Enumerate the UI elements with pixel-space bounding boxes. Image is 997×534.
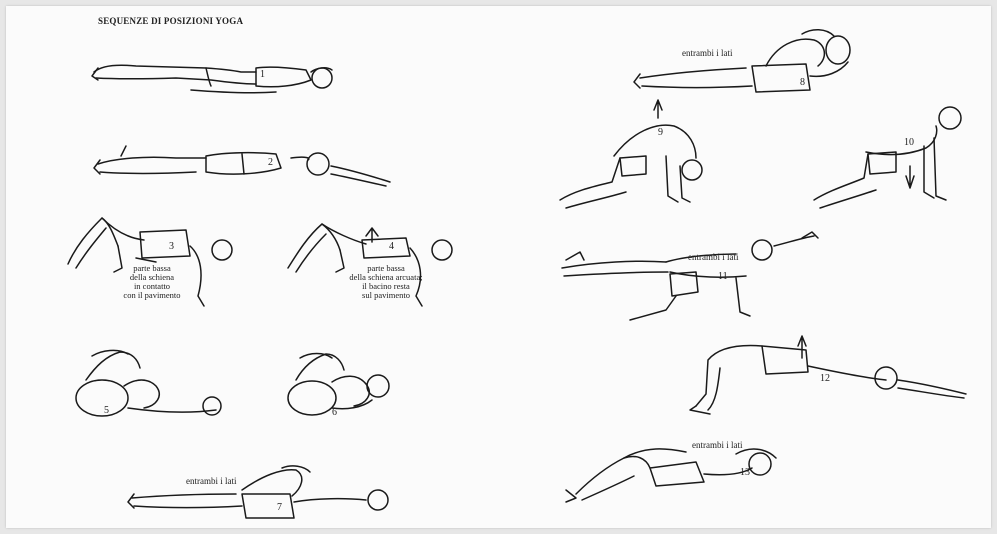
pose-7-figure xyxy=(128,466,388,518)
pose-10-number: 10 xyxy=(904,138,914,148)
pose-9-figure xyxy=(560,100,702,208)
pose-13-number: 13 xyxy=(740,468,750,478)
yoga-sequence-sheet: SEQUENZE DI POSIZIONI YOGA 1 2 3 4 5 6 7… xyxy=(6,6,991,528)
pose-12-number: 12 xyxy=(820,374,830,384)
pose-3-caption-line: con il pavimento xyxy=(114,291,190,300)
page-title: SEQUENZE DI POSIZIONI YOGA xyxy=(98,16,243,26)
pose-6-number: 6 xyxy=(332,408,337,418)
pose-7-number: 7 xyxy=(277,503,282,513)
pose-2-number: 2 xyxy=(268,158,273,168)
pose-6-figure xyxy=(288,354,389,416)
pose-8-note: entrambi i lati xyxy=(682,48,732,58)
pose-4-caption: parte bassa della schiena arcuata; il ba… xyxy=(338,264,434,300)
pose-13-note: entrambi i lati xyxy=(692,440,742,450)
pose-5-number: 5 xyxy=(104,406,109,416)
pose-3-number: 3 xyxy=(169,242,174,252)
pose-1-figure xyxy=(92,65,332,93)
pose-5-figure xyxy=(76,350,221,416)
pose-4-caption-line: sul pavimento xyxy=(338,291,434,300)
pose-8-number: 8 xyxy=(800,78,805,88)
pose-1-number: 1 xyxy=(260,70,265,80)
pose-7-note: entrambi i lati xyxy=(186,476,236,486)
pose-3-caption: parte bassa della schiena in contatto co… xyxy=(114,264,190,300)
pose-11-note: entrambi i lati xyxy=(688,252,738,262)
pose-2-figure xyxy=(94,146,390,186)
pose-11-figure xyxy=(562,232,818,320)
pose-11-number: 11 xyxy=(718,272,728,282)
pose-9-number: 9 xyxy=(658,128,663,138)
pose-8-figure xyxy=(634,30,850,92)
pose-10-figure xyxy=(814,107,961,208)
pose-4-number: 4 xyxy=(389,242,394,252)
